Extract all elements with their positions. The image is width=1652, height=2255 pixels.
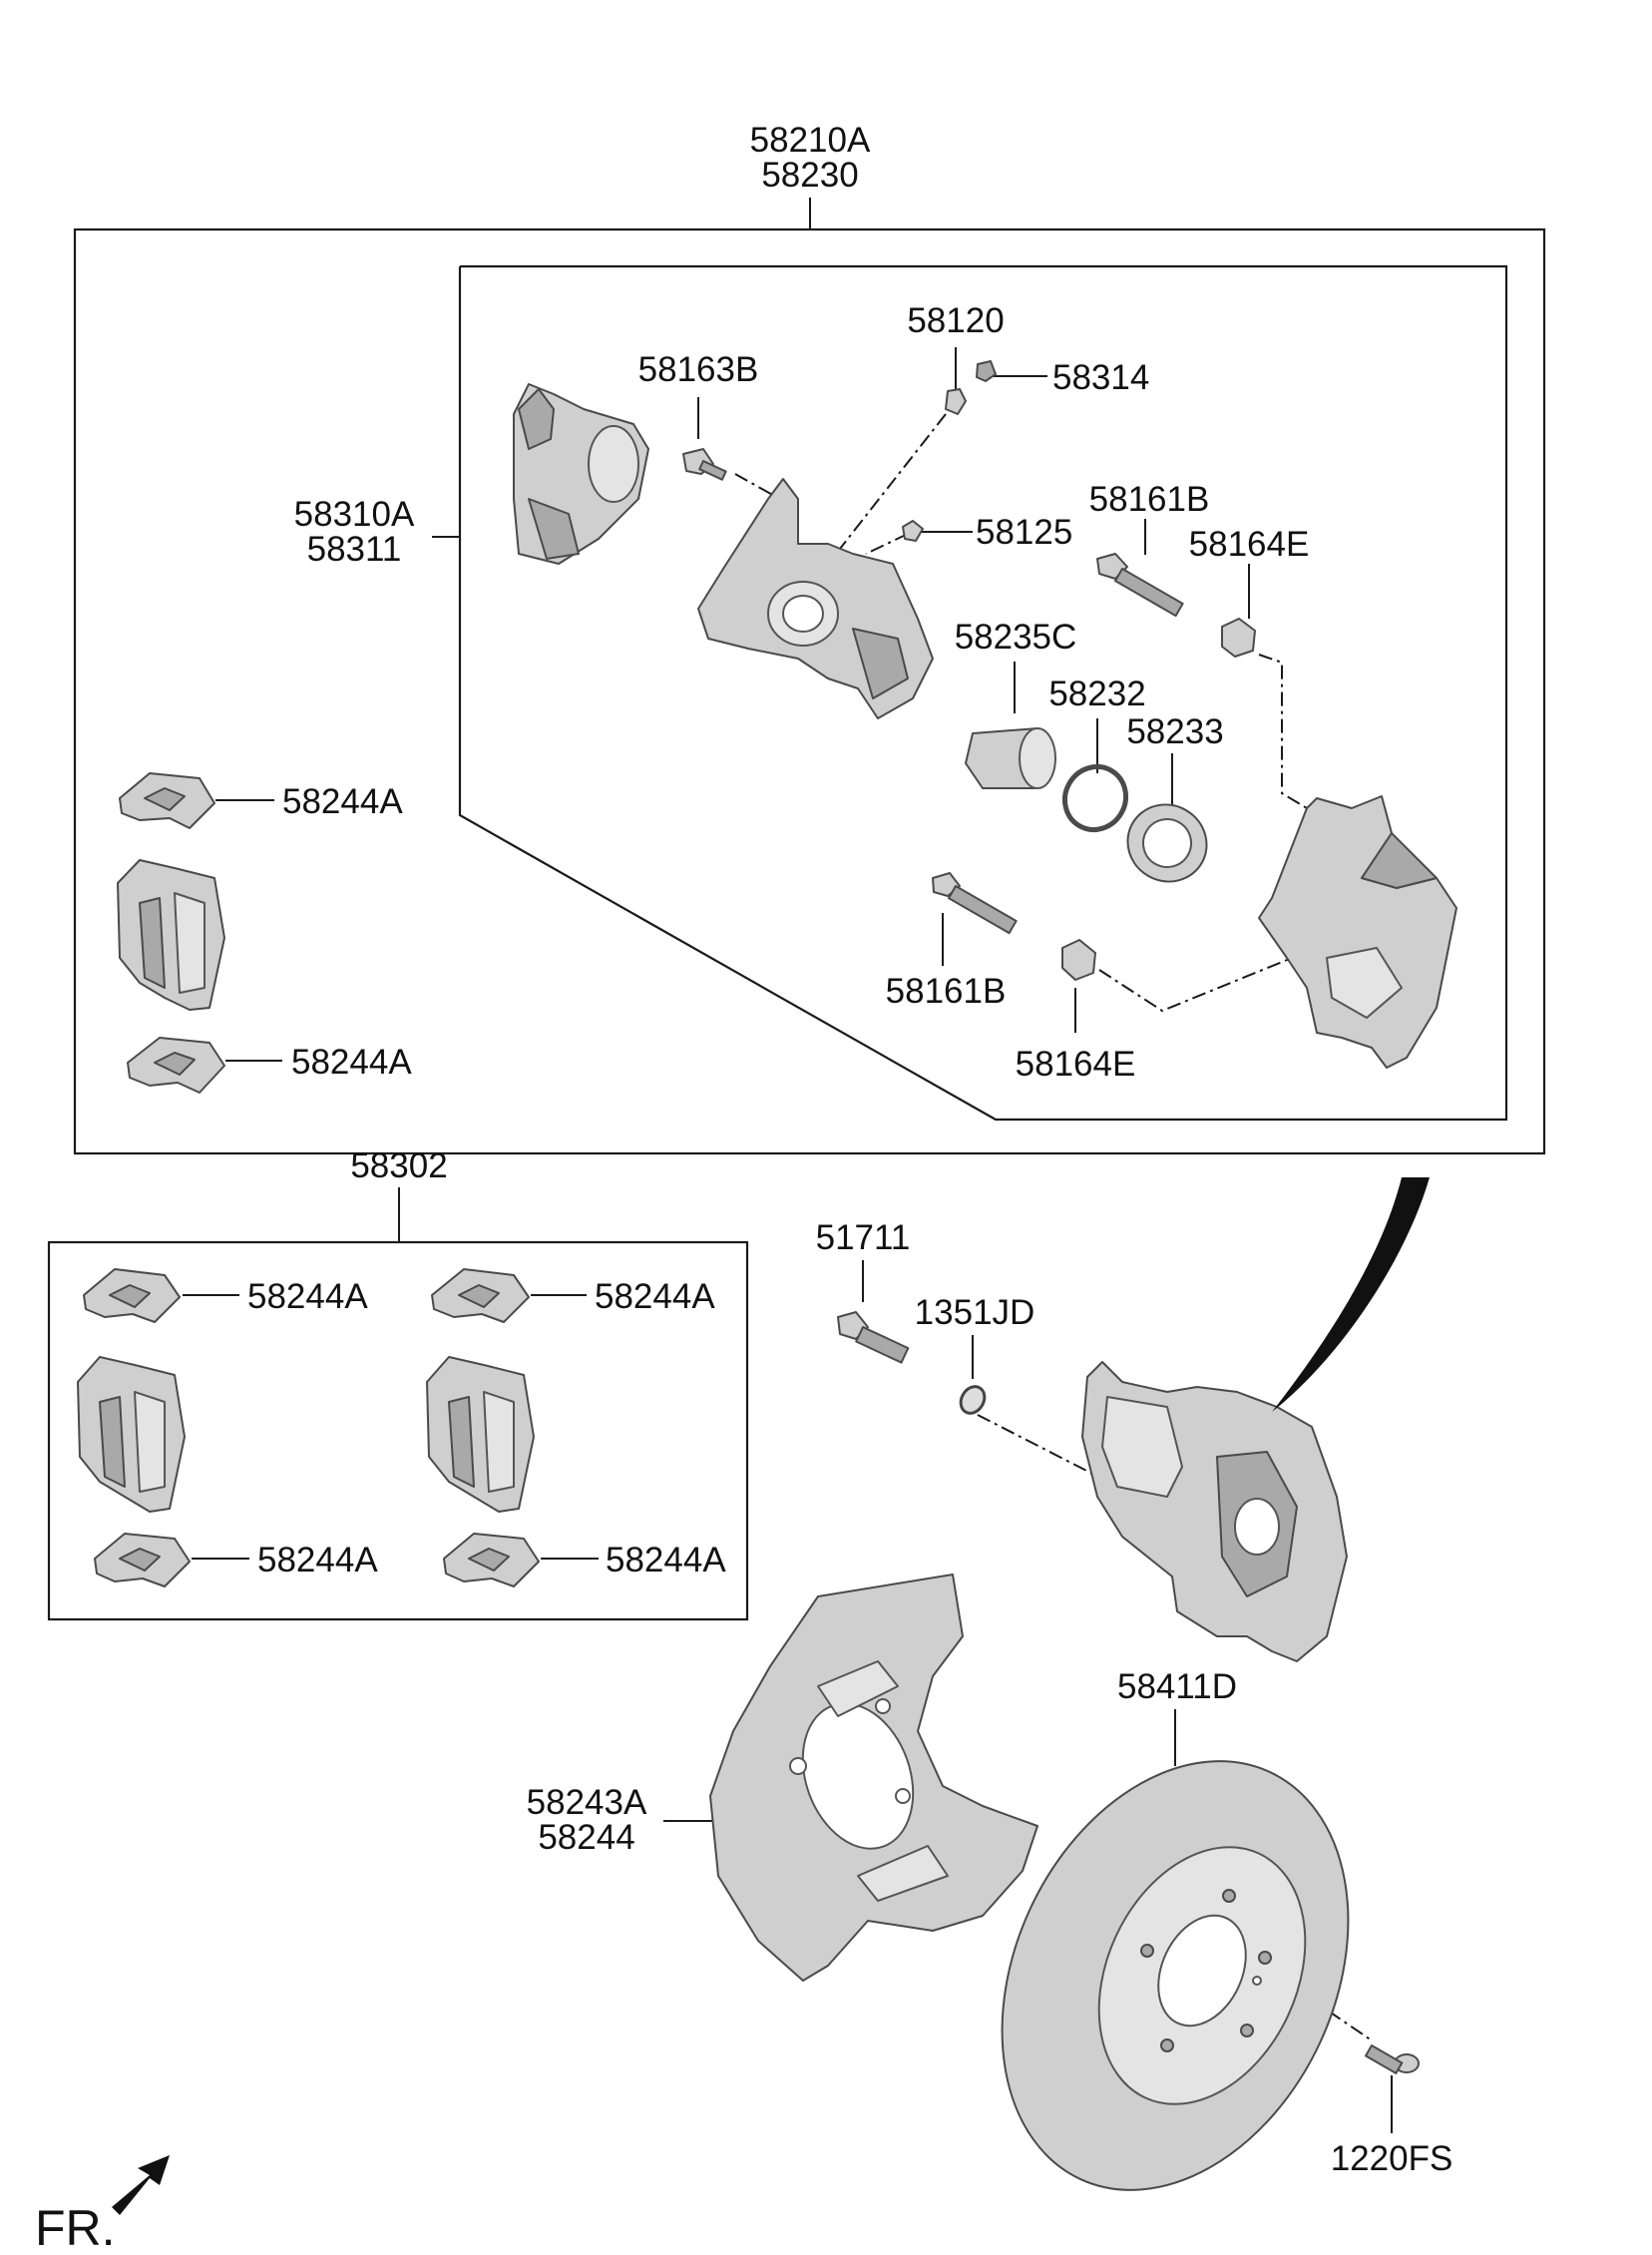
label-assembly-b: 58230 [761,156,858,195]
mount-bolt-icon [837,1311,910,1364]
part-labels: 58210A 58230 58310A 58311 58163B 58120 5… [35,121,1452,2255]
bleeder-cap-icon [976,360,997,382]
piston-boot-icon [1126,803,1208,883]
boot-upper-icon [1221,618,1256,658]
kit-pads-right-icon [426,1356,535,1513]
kit-pads-left-icon [77,1356,186,1513]
label-piston-boot: 58233 [1126,712,1223,751]
front-direction-arrow [112,2155,170,2215]
boot-lower-icon [1061,939,1096,981]
label-front: FR. [35,2200,116,2255]
label-kit-clip-tr: 58244A [595,1277,715,1316]
caliper-bracket [1258,795,1457,1069]
caliper-body [697,478,934,719]
brake-disc-icon [1001,1760,1350,2191]
clip-lower-icon [127,1037,225,1094]
label-clip-top: 58244A [282,782,403,821]
assembled-caliper [1081,1361,1348,1662]
label-mount-bolt: 51711 [816,1218,911,1257]
washer-icon [959,1385,987,1415]
label-caliper-b: 58311 [307,530,402,569]
label-guide-pin-upper: 58161B [1089,480,1210,519]
seal-icon [1061,763,1129,833]
clip-upper-icon [119,772,215,829]
label-assembly-a: 58210A [750,121,871,160]
kit-clip-tl-icon [83,1268,181,1323]
label-shield-a: 58243A [527,1783,647,1822]
kit-clip-br-icon [443,1533,540,1587]
label-kit-clip-br: 58244A [606,1541,726,1579]
guide-pin-lower-icon [932,872,1018,935]
label-kit-clip-bl: 58244A [257,1541,378,1579]
leader-lines [183,198,1393,2133]
label-guide-pin-lower: 58161B [886,972,1007,1011]
label-clip-bottom: 58244A [291,1043,412,1082]
label-shield-b: 58244 [538,1818,634,1857]
kit-clip-bl-icon [94,1533,191,1587]
kit-clip-tr-icon [431,1268,530,1323]
label-boot-lower: 58164E [1016,1045,1136,1084]
dust-shield-icon [709,1574,1038,1982]
label-seal: 58232 [1048,675,1145,713]
label-screw: 1220FS [1331,2139,1453,2178]
pad-pair-icon [117,859,225,1011]
caliper-motor-housing [513,383,649,565]
label-caliper-a: 58310A [294,495,415,534]
label-boot-upper: 58164E [1189,525,1310,564]
label-bleeder: 58120 [907,301,1004,340]
assembly-arrow [1272,1177,1430,1412]
label-washer: 1351JD [915,1293,1035,1332]
bolt-58163b-icon [682,448,727,481]
label-piston: 58235C [955,618,1077,657]
caliper-frame [458,264,1508,1122]
label-bolt-58125: 58125 [976,513,1072,552]
label-disc: 58411D [1117,1667,1237,1706]
label-bolt-58163b: 58163B [638,350,759,389]
label-kit-clip-tl: 58244A [247,1277,368,1316]
label-bleeder-cap: 58314 [1052,358,1149,397]
label-pad-kit: 58302 [350,1146,447,1185]
piston-icon [965,727,1056,789]
bleeder-icon [945,388,967,415]
bolt-58125-icon [902,520,924,542]
guide-pin-upper-icon [1096,553,1184,618]
screw-icon [1365,2044,1420,2074]
